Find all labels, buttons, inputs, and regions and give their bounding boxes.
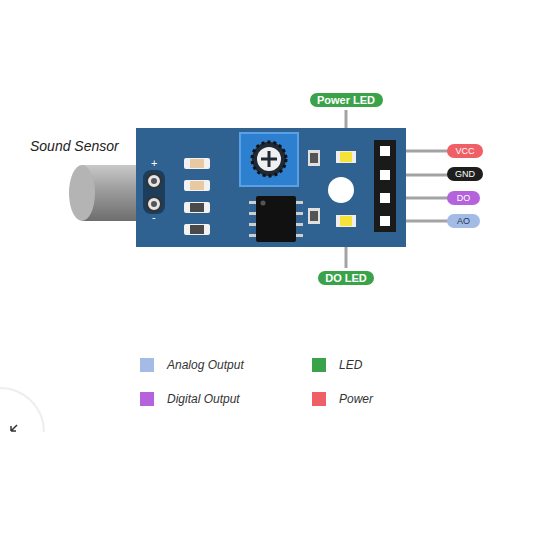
resistor-pad [184, 180, 210, 191]
resistor-pad [184, 158, 210, 169]
capacitor-pad [184, 202, 210, 213]
terminal-hole [151, 178, 157, 184]
legend-text: LED [339, 358, 362, 372]
module-title: Sound Sensor [30, 139, 119, 153]
terminal [147, 197, 161, 211]
corner-arc [0, 388, 44, 432]
legend-text: Digital Output [167, 392, 240, 406]
knob-teeth [252, 142, 286, 176]
microphone-face [69, 165, 95, 221]
ic-pin [249, 212, 256, 215]
polarity-mark: + [151, 158, 157, 169]
ic-body [256, 196, 296, 242]
legend-swatch [312, 392, 326, 406]
header-pin [380, 170, 390, 180]
header-body [374, 140, 396, 232]
ic-pin [296, 223, 303, 226]
corner-icon [0, 388, 44, 432]
pin-header [374, 140, 396, 232]
legend-item: Power [312, 392, 373, 406]
resistor-body [310, 211, 318, 221]
legend-item: Analog Output [140, 358, 244, 372]
ic-pin [249, 223, 256, 226]
legend-swatch [140, 358, 154, 372]
pin-label: GND [447, 167, 483, 181]
node-text: Power LED [317, 95, 375, 106]
terminal-pad [143, 170, 165, 214]
led-callout: DO LED [316, 269, 376, 287]
resistor-symbol [190, 181, 204, 190]
node-text: DO LED [325, 273, 367, 284]
terminal-hole [151, 201, 157, 207]
terminal [147, 174, 161, 188]
header-pin [380, 216, 390, 226]
pin-label: DO [447, 191, 480, 205]
ic-pin [296, 234, 303, 237]
resistor-symbol [308, 150, 320, 166]
led-callout: Power LED [308, 91, 385, 109]
do-led [340, 216, 352, 226]
ic-dot [261, 201, 266, 206]
node-text: AO [457, 217, 470, 226]
resistors [184, 158, 210, 235]
led-pad [336, 151, 356, 163]
legend-item: LED [312, 358, 362, 372]
capacitor-pad [184, 224, 210, 235]
capacitor-symbol [190, 203, 204, 212]
resistor-body [310, 153, 318, 163]
potentiometer [240, 133, 298, 186]
capacitor-symbol [190, 225, 204, 234]
screw-slot [268, 151, 271, 167]
ic-pin [296, 212, 303, 215]
node-text: GND [455, 170, 475, 179]
ic-chip [249, 196, 303, 242]
mounting-hole [328, 177, 354, 203]
legend-text: Power [339, 392, 373, 406]
header-pin [380, 146, 390, 156]
pcb-board [136, 128, 406, 247]
ic-pin [249, 201, 256, 204]
potentiometer-screw [257, 147, 281, 171]
header-pin [380, 193, 390, 203]
ic-pin [249, 234, 256, 237]
potentiometer-body [240, 133, 298, 186]
legend-text: Analog Output [167, 358, 244, 372]
potentiometer-knob [252, 142, 286, 176]
power-led [340, 152, 352, 162]
legend-swatch [140, 392, 154, 406]
ic-pin [296, 201, 303, 204]
pin-label: AO [447, 214, 480, 228]
led-pad [336, 215, 356, 227]
resistor-symbol [190, 159, 204, 168]
resistor-symbol [308, 208, 320, 224]
mic-terminals [143, 170, 165, 214]
microphone [69, 165, 142, 221]
corner-arrow [11, 425, 17, 431]
polarity-mark: - [152, 212, 156, 223]
legend-item: Digital Output [140, 392, 240, 406]
pin-label: VCC [447, 144, 483, 158]
legend-swatch [312, 358, 326, 372]
node-text: VCC [455, 147, 474, 156]
node-text: DO [457, 194, 471, 203]
